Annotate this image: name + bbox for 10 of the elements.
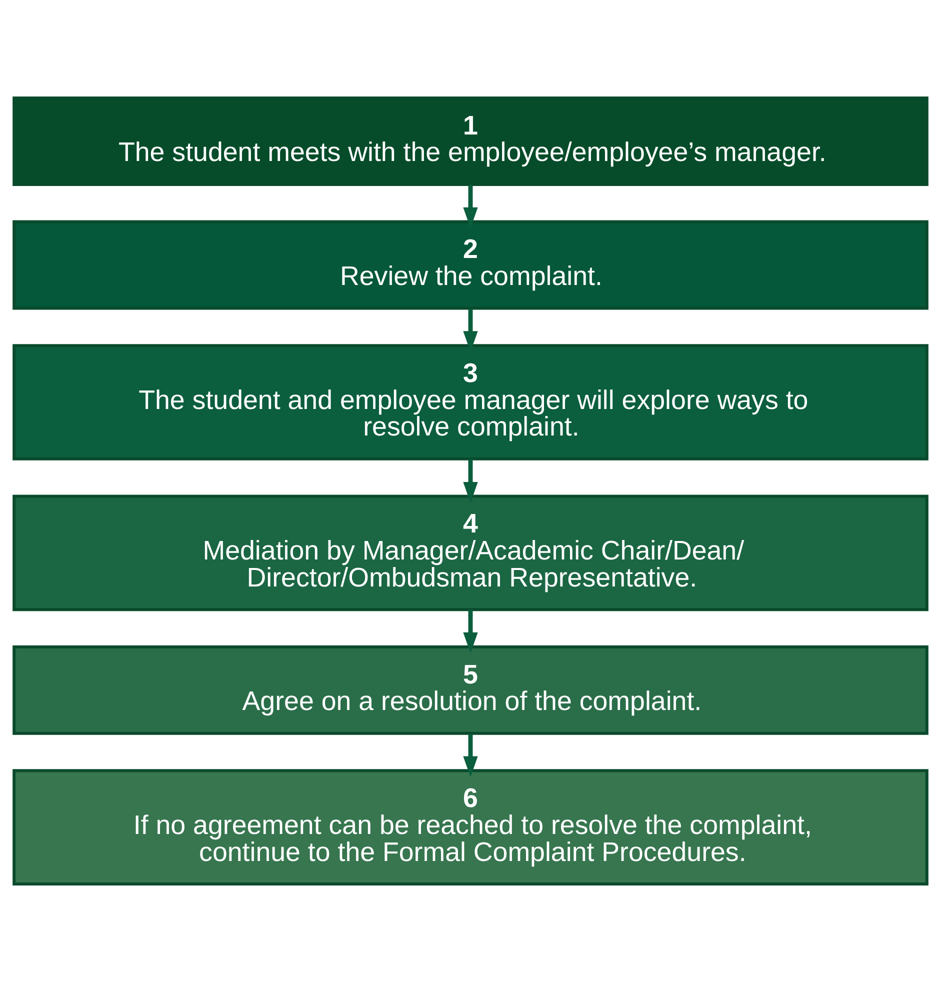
node-box: 2 Review the complaint. bbox=[12, 220, 928, 310]
arrow bbox=[463, 458, 478, 502]
node-box: 1 The student meets with the employee/employee’s manager. bbox=[12, 96, 928, 186]
node-box: 4 Mediation by Manager/Academic Chair/Dean/ Director/Ombudsman Representative. bbox=[12, 494, 928, 611]
node-box: 6 If no agreement can be reached to resolve the complaint, continue to the Formal Complaint Procedures. bbox=[12, 768, 928, 886]
arrow bbox=[463, 609, 478, 653]
node-box: 5 Agree on a resolution of the complaint. bbox=[12, 644, 928, 734]
arrow bbox=[463, 734, 478, 777]
arrow bbox=[463, 184, 478, 228]
node-box: 3 The student and employee manager will explore ways to resolve complaint. bbox=[12, 344, 928, 460]
